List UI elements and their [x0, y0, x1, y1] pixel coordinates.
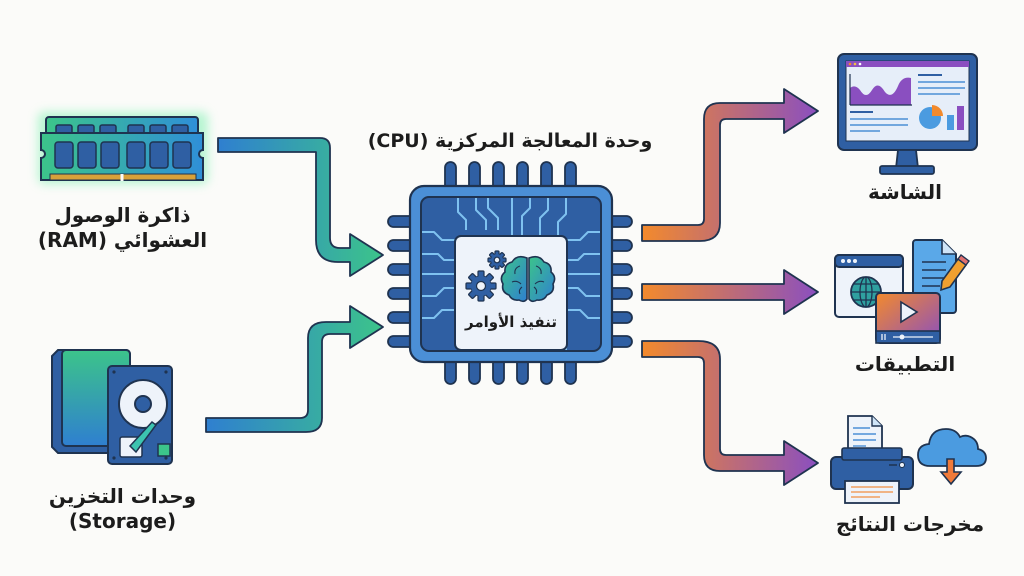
storage-label-line2: (Storage) [68, 509, 177, 533]
brain-icon [500, 255, 556, 303]
monitor-icon [837, 53, 978, 175]
cloud-download-icon [917, 428, 987, 486]
printer-icon [830, 415, 914, 504]
cpu-center-label: تنفيذ الأوامر [465, 313, 557, 331]
results-label: مخرجات النتائج [835, 512, 985, 536]
storage-label: وحدات التخزين (Storage) [20, 484, 225, 534]
ram-label-line2: العشوائي (RAM) [37, 228, 208, 252]
ram-label: ذاكرة الوصول العشوائي (RAM) [20, 203, 225, 253]
arrow-cpu-to-results [641, 340, 819, 486]
arrow-storage-to-cpu [205, 305, 384, 433]
cpu-title: وحدة المعالجة المركزية (CPU) [367, 130, 653, 152]
printer-cloud-icon [830, 415, 987, 504]
apps-label: التطبيقات [854, 352, 956, 376]
arrow-cpu-to-apps [641, 269, 819, 315]
gears-icon [465, 250, 507, 302]
storage-label-line1: وحدات التخزين [48, 484, 197, 508]
storage-icon [51, 349, 173, 465]
ram-label-line1: ذاكرة الوصول [54, 203, 191, 227]
arrow-ram-to-cpu [217, 137, 384, 277]
arrow-cpu-to-screen [641, 88, 819, 242]
apps-icon [834, 239, 970, 344]
screen-label: الشاشة [867, 180, 943, 204]
cpu-chip [387, 161, 633, 385]
video-player-icon [875, 292, 941, 344]
ram-icon [38, 112, 208, 184]
